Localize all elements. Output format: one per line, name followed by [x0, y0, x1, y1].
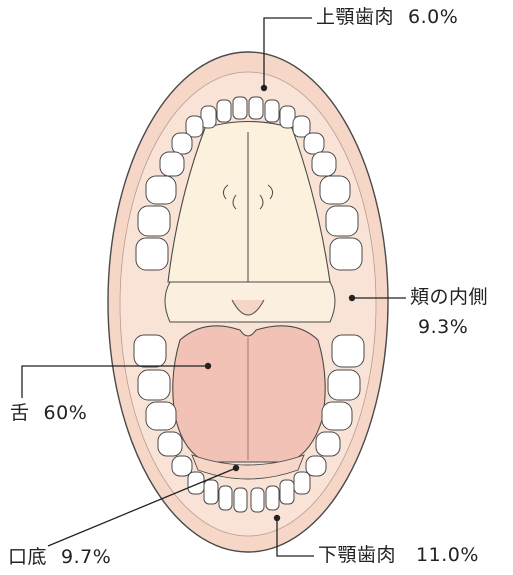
dot-floor — [233, 465, 239, 471]
cheek-value: 9.3% — [418, 316, 468, 338]
cheek-name: 頬の内側 — [410, 286, 488, 308]
label-tongue: 舌 60% — [10, 404, 87, 423]
upper-gum-value: 6.0% — [408, 6, 458, 28]
label-cheek-name-wrap: 頬の内側 — [410, 288, 488, 307]
label-lower-gum: 下顎歯肉 11.0% — [318, 546, 479, 565]
label-cheek-value-wrap: 9.3% — [418, 318, 468, 337]
upper-gum-name: 上顎歯肉 — [316, 6, 394, 28]
dot-tongue — [205, 363, 211, 369]
lower-gum-name: 下顎歯肉 — [318, 544, 396, 566]
floor-value: 9.7% — [61, 546, 111, 568]
tongue-name: 舌 — [10, 402, 30, 424]
dot-upper-gum — [261, 85, 267, 91]
label-floor: 口底 9.7% — [8, 548, 111, 567]
dot-lower-gum — [274, 515, 280, 521]
tongue-value: 60% — [44, 402, 88, 424]
lower-gum-value: 11.0% — [416, 544, 479, 566]
tongue-shape — [173, 326, 325, 462]
floor-name: 口底 — [8, 546, 47, 568]
label-upper-gum: 上顎歯肉 6.0% — [316, 8, 458, 27]
dot-cheek — [349, 295, 355, 301]
